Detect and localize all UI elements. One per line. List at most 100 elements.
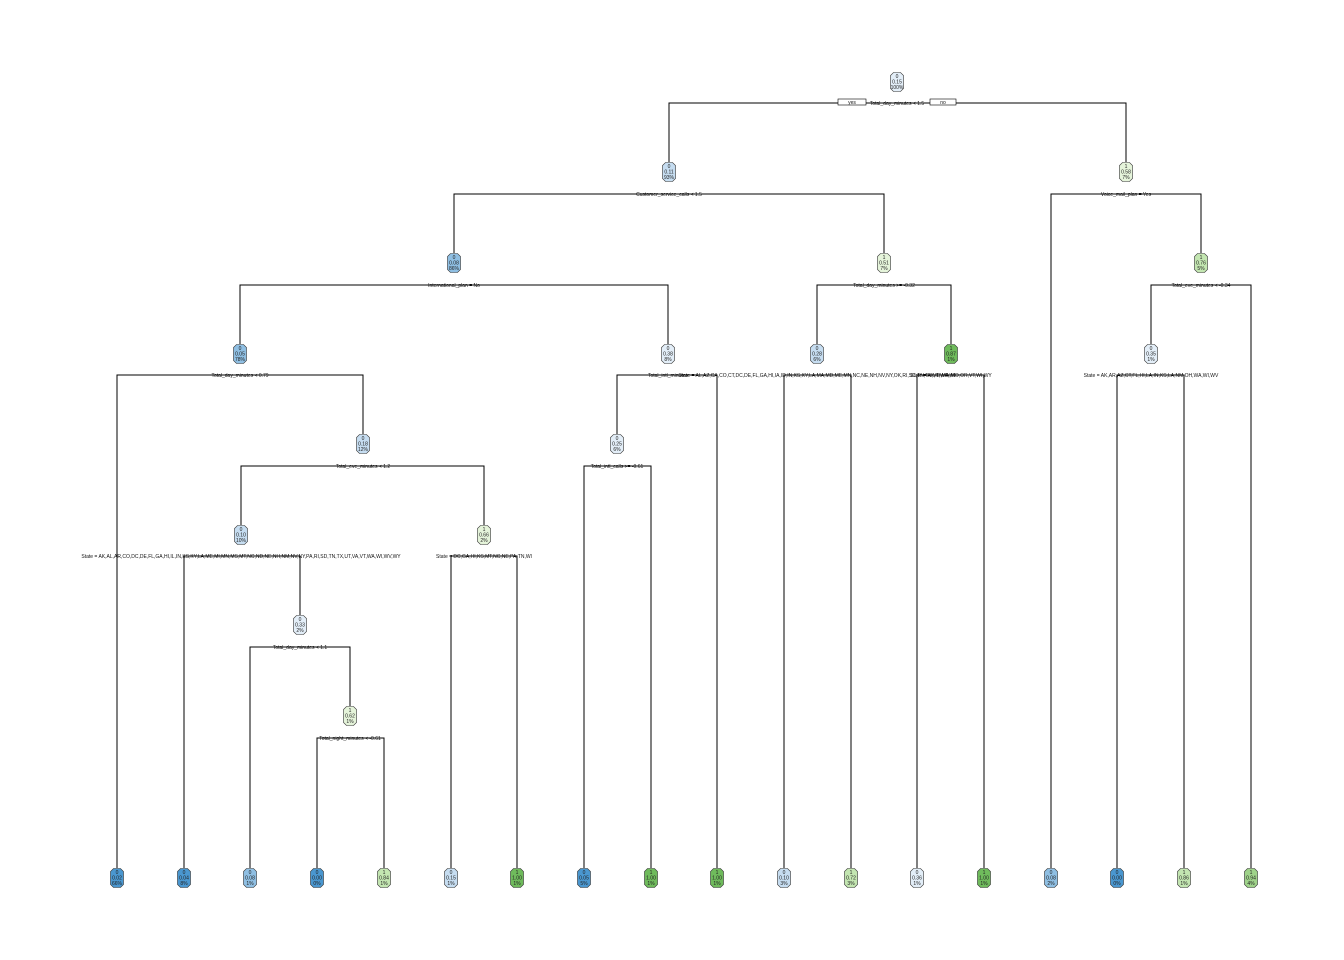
node-prob: 1.00 [512,876,522,882]
node-box [944,344,958,364]
node-prob: 1.00 [712,876,722,882]
edge-s_tdm4 [249,646,351,868]
node-pct: 1% [647,881,655,887]
edge-s_intl [239,284,669,344]
split-node-n17: 10.621% [343,706,357,726]
node-cls: 0 [1116,870,1119,876]
leaf-node-l7: 11.001% [510,868,524,888]
leaf-node-l5: 10.841% [377,868,391,888]
node-cls: 1 [383,870,386,876]
split-labels: Total_day_minutes < 1.5Customer_service_… [81,101,1230,742]
split-label-s_tnm: Total_night_minutes < -0.61 [319,736,381,742]
node-box [293,615,307,635]
leaf-node-l4: 00.000% [310,868,324,888]
tree-nodes: 00.15100%00.1193%10.587%00.0886%10.517%1… [110,72,1258,888]
node-box [444,868,458,888]
node-prob: 0.08 [449,261,459,267]
node-cls: 1 [1125,164,1128,170]
leaf-node-l6: 00.151% [444,868,458,888]
split-label-s_state2: State = AK,ID,MA,MO,OR,VT,WI,WY [910,373,992,379]
node-box [877,253,891,273]
node-pct: 2% [1047,881,1055,887]
node-cls: 0 [1050,870,1053,876]
node-box [1110,868,1124,888]
node-cls: 1 [850,870,853,876]
yes-label: yes [848,100,856,106]
leaf-node-l14: 11.001% [977,868,991,888]
leaf-node-l17: 10.861% [1177,868,1191,888]
node-prob: 0.11 [664,170,674,176]
node-prob: 1.00 [646,876,656,882]
node-cls: 0 [667,346,670,352]
node-prob: 0.05 [235,352,245,358]
node-cls: 1 [716,870,719,876]
node-box [177,868,191,888]
node-cls: 0 [450,870,453,876]
node-prob: 0.10 [236,533,246,539]
split-label-s_state1: State = AL,AZ,CA,CO,CT,DC,DE,FL,GA,HI,IA… [678,373,955,379]
node-box [1119,162,1133,182]
leaf-node-l12: 10.723% [844,868,858,888]
node-cls: 1 [1200,255,1203,261]
node-cls: 1 [483,527,486,533]
node-prob: 0.00 [1112,876,1122,882]
node-box [1144,344,1158,364]
edge-s_tdm2 [816,284,952,344]
leaf-node-l11: 00.103% [777,868,791,888]
node-box [977,868,991,888]
node-cls: 0 [1150,346,1153,352]
node-pct: 66% [112,881,123,887]
split-node-n13: 00.256% [610,434,624,454]
split-label-s_state4: State = AK,AL,AR,CO,DC,DE,FL,GA,HI,IL,IN… [81,554,401,560]
node-pct: 3% [847,881,855,887]
split-node-n3: 10.587% [1119,162,1133,182]
node-box [477,525,491,545]
node-box [110,868,124,888]
node-cls: 0 [240,527,243,533]
node-cls: 0 [668,164,671,170]
node-prob: 0.36 [912,876,922,882]
split-label-s_tic: Total_intl_calls >= -0.61 [591,464,644,470]
node-box [577,868,591,888]
node-pct: 6% [613,447,621,453]
split-label-s_state3: State = AK,AR,AZ,CT,FL,HI,LA,IN,KS,LA,NM… [1084,373,1219,379]
no-label-box [929,98,957,106]
node-prob: 0.02 [112,876,122,882]
node-cls: 1 [950,346,953,352]
split-label-s_root: Total_day_minutes < 1.5 [870,101,925,107]
edge-s_csc [453,193,885,253]
node-pct: 5% [1197,266,1205,272]
edge-s_state2 [916,374,985,868]
node-pct: 0% [1113,881,1121,887]
split-label-s_csc: Customer_service_calls < 1.5 [636,192,702,198]
edge-s_tem2 [240,465,485,525]
node-prob: 0.33 [295,623,305,629]
edge-s_state4 [183,555,301,868]
node-cls: 0 [616,436,619,442]
split-node-n6: 10.765% [1194,253,1208,273]
node-pct: 100% [891,85,904,91]
node-pct: 8% [664,357,672,363]
node-pct: 1% [1147,357,1155,363]
split-node-n16: 00.332% [293,615,307,635]
node-prob: 0.18 [358,442,368,448]
edge-s_tdm3 [116,374,364,868]
split-label-s_tdm3: Total_day_minutes < 0.79 [211,373,268,379]
node-pct: 10% [236,538,247,544]
leaf-node-l13: 00.361% [910,868,924,888]
node-cls: 0 [299,617,302,623]
node-box [910,868,924,888]
node-cls: 0 [239,346,242,352]
node-box [844,868,858,888]
split-label-s_state5: State = DC,GA,HI,KS,MT,NC,NE,PA,TN,WI [436,554,532,560]
node-box [710,868,724,888]
node-pct: 1% [980,881,988,887]
node-box [1244,868,1258,888]
node-pct: 78% [235,357,246,363]
node-prob: 0.15 [892,80,902,86]
